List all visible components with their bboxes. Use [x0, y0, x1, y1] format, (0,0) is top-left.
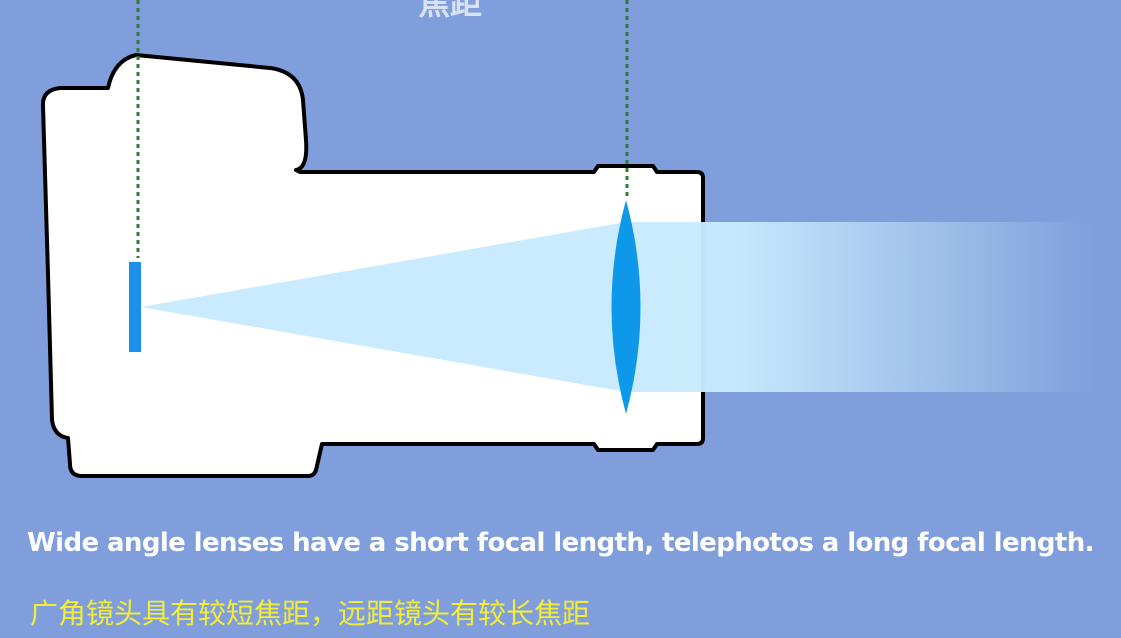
focal-length-label: 焦距 — [417, 0, 482, 22]
light-beam — [626, 222, 1096, 392]
caption-chinese: 广角镜头具有较短焦距，远距镜头有较长焦距 — [30, 597, 591, 630]
caption-english: Wide angle lenses have a short focal len… — [27, 528, 1094, 558]
lens-element — [611, 200, 641, 414]
image-sensor — [129, 262, 141, 352]
light-cone — [141, 222, 626, 392]
